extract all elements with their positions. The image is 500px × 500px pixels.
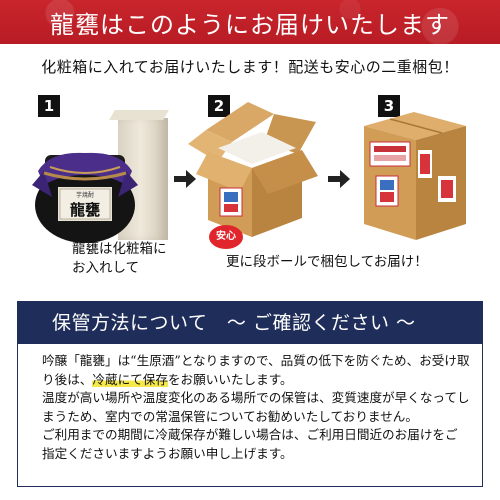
storage-body: 吟醸「龍甕」は“生原酒”となりますので、品質の低下を防ぐため、お受け取り後は、冷… bbox=[18, 344, 482, 464]
ryuka-jar: 芋焼酎 龍甕 bbox=[32, 152, 138, 243]
closed-cardboard-box bbox=[364, 112, 466, 240]
step-1-caption: 龍甕は化粧箱に お入れして bbox=[72, 240, 167, 278]
jar-sub-label: 芋焼酎 bbox=[76, 191, 94, 199]
subtitle: 化粧箱に入れてお届けいたします！配送も安心の二重梱包！ bbox=[41, 58, 459, 76]
jar-brand-label: 龍甕 bbox=[70, 201, 100, 219]
storage-para1-highlight: 冷蔵にて保存 bbox=[92, 371, 168, 387]
storage-paragraph-1: 吟醸「龍甕」は“生原酒”となりますので、品質の低下を防ぐため、お受け取り後は、冷… bbox=[42, 352, 470, 389]
step-1-caption-line1: 龍甕は化粧箱に bbox=[72, 241, 167, 257]
storage-paragraph-3: ご利用までの期間に冷蔵保存が難しい場合は、ご利用日間近のお届けをご指定くださいま… bbox=[42, 427, 458, 461]
storage-title: 保管方法について ～ ご確認ください ～ bbox=[18, 302, 482, 344]
header-banner: 龍甕はこのようにお届けいたします bbox=[0, 0, 500, 44]
step-2-caption: 更に段ボールで梱包してお届け！ bbox=[226, 254, 428, 270]
storage-paragraph-2: 温度が高い場所や温度変化のある場所での保管は、変質速度が早くなってしまうため、室… bbox=[42, 390, 470, 424]
arrow-right-icon-2 bbox=[328, 170, 350, 188]
step-3-badge: 3 bbox=[378, 95, 400, 117]
arrow-right-icon bbox=[174, 170, 196, 188]
step-1-caption-line2: お入れして bbox=[72, 260, 140, 276]
open-cardboard-box bbox=[188, 102, 318, 237]
step-1-badge: 1 bbox=[38, 95, 60, 117]
page-title: 龍甕はこのようにお届けいたします bbox=[50, 11, 450, 39]
step-2-badge: 2 bbox=[208, 95, 230, 117]
storage-para1-text: 吟醸「龍甕」は“生原酒”となりますので、品質の低下を防ぐため、お受け取り後は、 bbox=[42, 353, 470, 387]
storage-para1-end: をお願いいたします。 bbox=[167, 371, 293, 387]
anshin-badge: 安心 bbox=[209, 225, 243, 249]
storage-info-panel: 保管方法について ～ ご確認ください ～ 吟醸「龍甕」は“生原酒”となりますので… bbox=[17, 301, 483, 487]
